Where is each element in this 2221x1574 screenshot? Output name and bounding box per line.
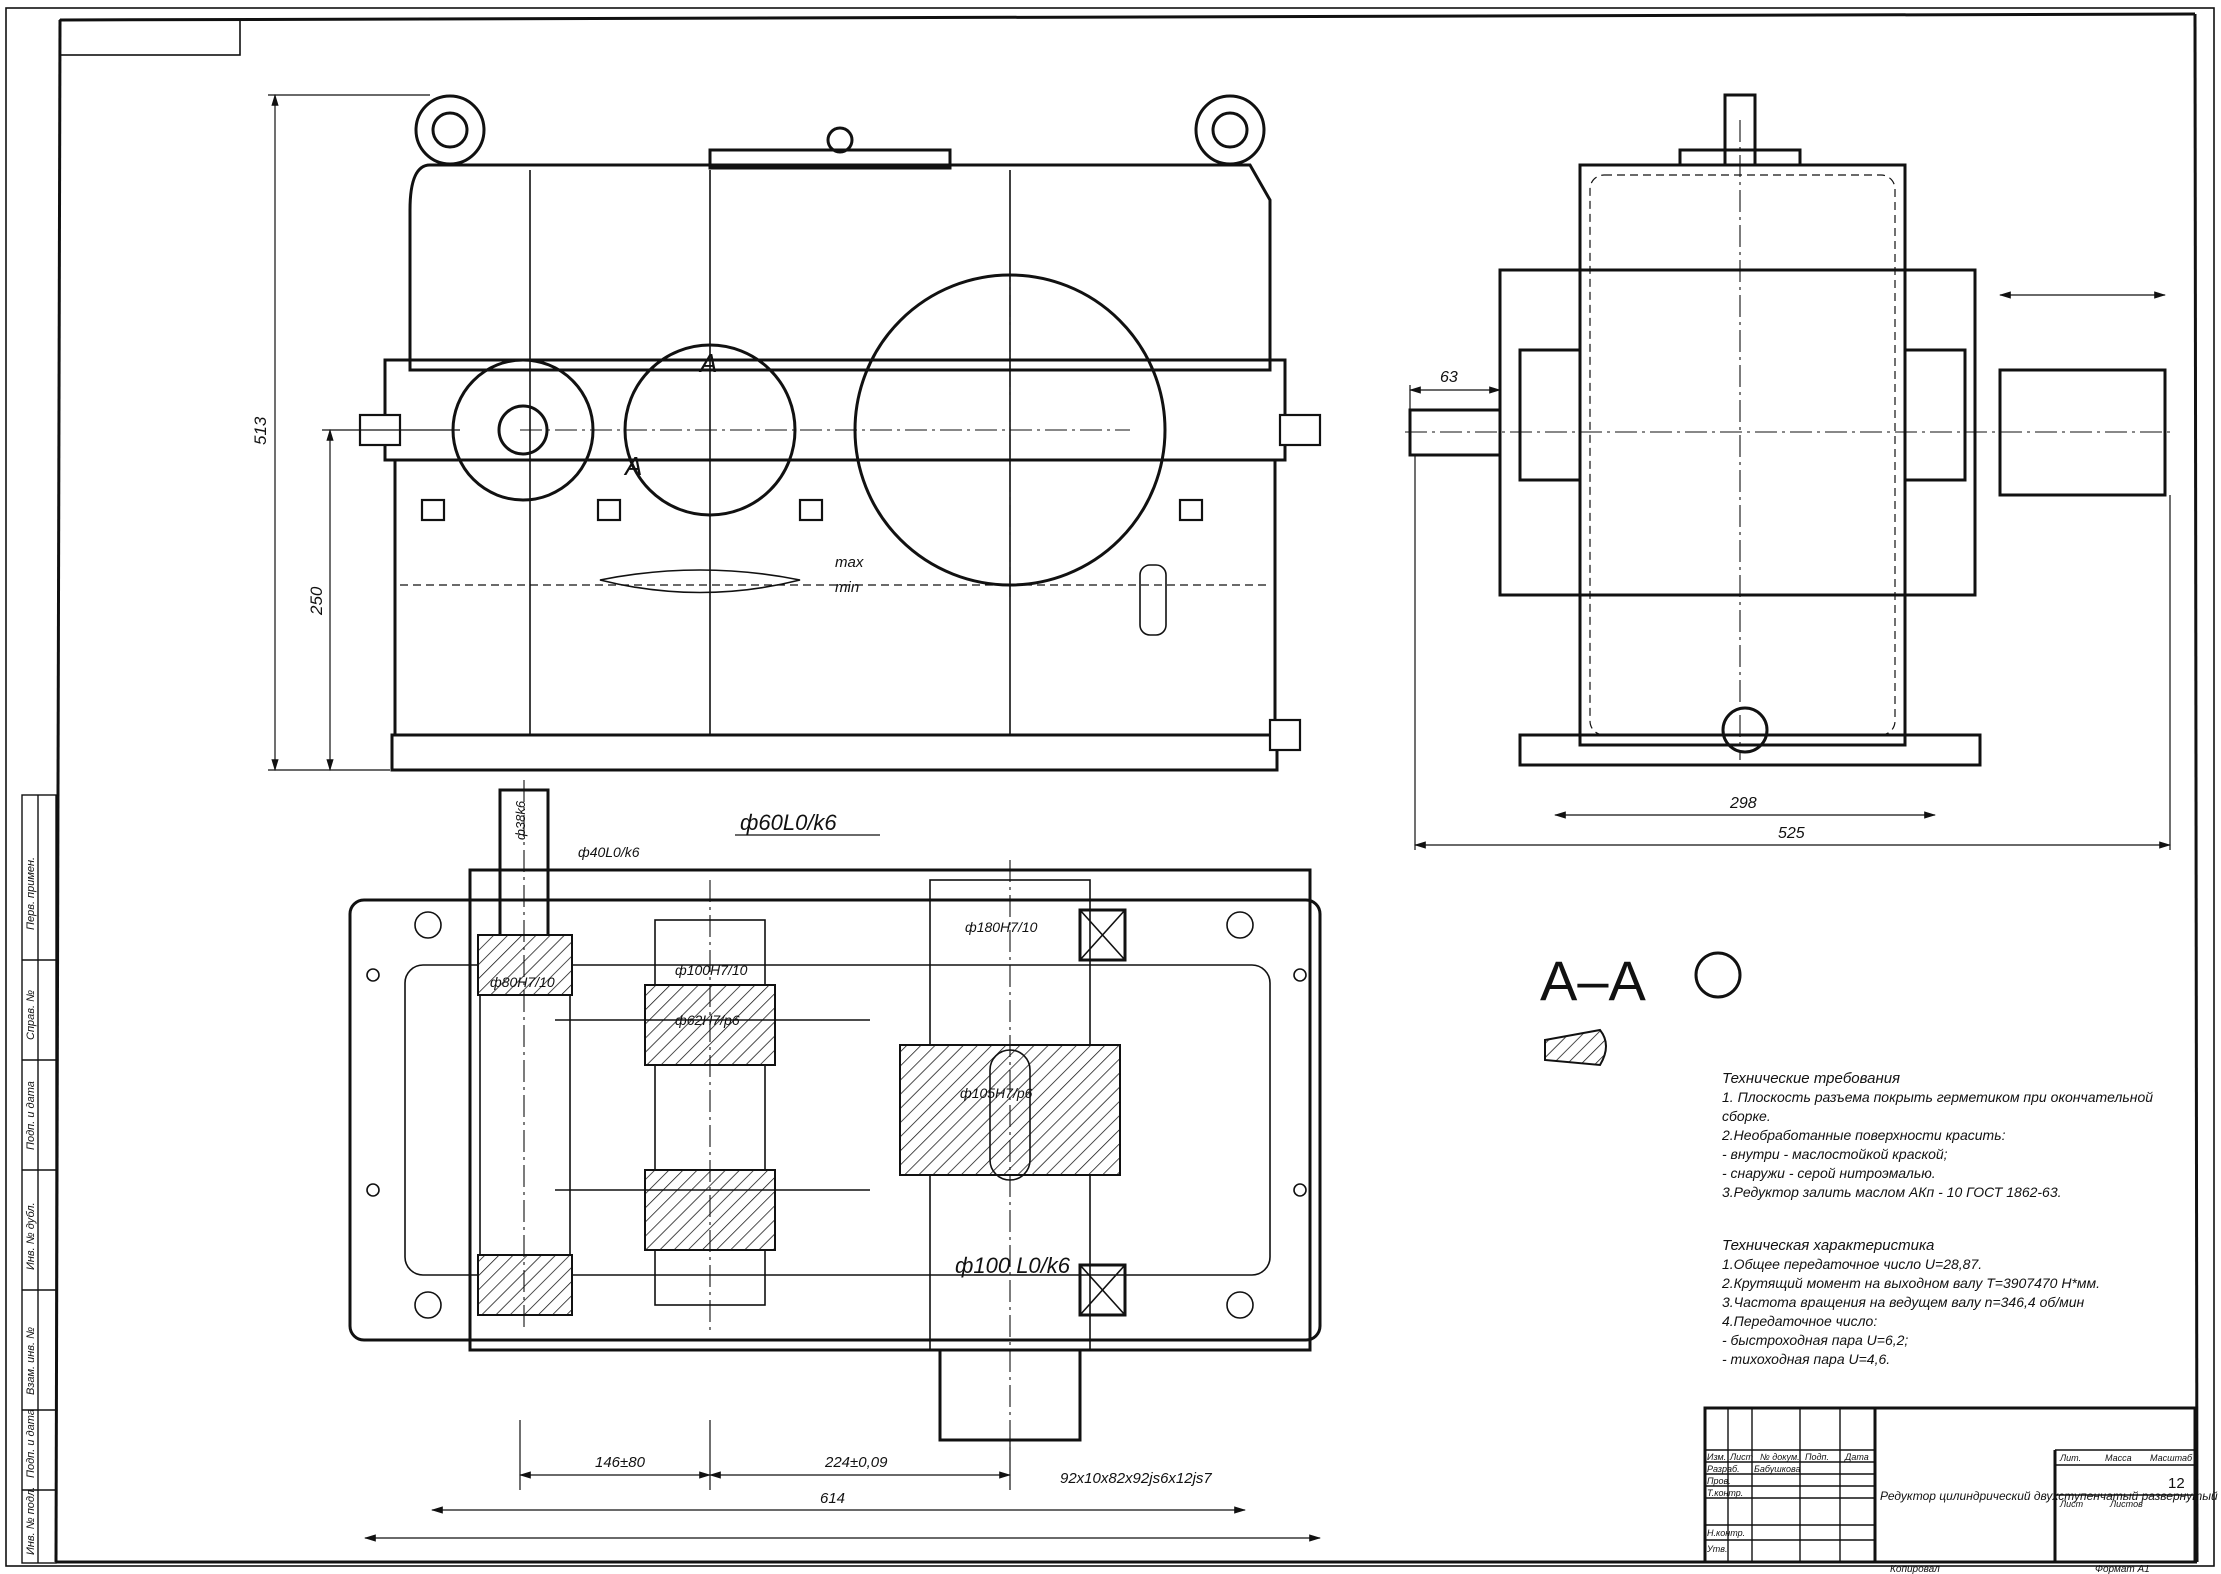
requirement-line: 2.Необработанные поверхности красить:	[1721, 1127, 2006, 1143]
fit-40L0k6: ф40L0/k6	[578, 844, 640, 860]
side-stamp-7: Инв. № подл.	[25, 1487, 37, 1555]
requirement-line: - внутри - маслостойкой краской;	[1722, 1146, 1948, 1162]
side-stamp-4: Инв. № дубл.	[25, 1202, 37, 1270]
plan-flange	[348, 898, 1322, 1342]
title-block: Изм. Разраб. Пров. Т.контр. Н.контр. Утв…	[1703, 1406, 2218, 1574]
technical-requirements: Технические требования 1. Плоскость разъ…	[1721, 1070, 2153, 1200]
top-corner-stamp	[59, 19, 241, 56]
fit-180H7: ф180H7/10	[965, 919, 1038, 935]
tb-scale: Масштаб	[2150, 1453, 2193, 1463]
lifting-eye-left	[414, 94, 486, 166]
spec-line: - быстроходная пара U=6,2;	[1722, 1332, 1908, 1348]
dim-plan-1: 146±80	[595, 1454, 646, 1471]
tb-sheet-number: 12	[2168, 1475, 2185, 1492]
tb-col-sign: Подп.	[1805, 1452, 1829, 1462]
view-rotation-symbol	[1694, 951, 1742, 999]
fit-105H7p6: ф105H7/p6	[960, 1085, 1033, 1101]
tb-mass: Масса	[2105, 1453, 2132, 1463]
side-stamp-6: Подп. и дата	[25, 1409, 37, 1478]
split-flange	[383, 358, 1287, 462]
tb-row-izm: Изм.	[1707, 1452, 1726, 1462]
tb-sheets-label: Листов	[2109, 1499, 2143, 1509]
section-title: А–А	[1540, 949, 1646, 1012]
requirement-line: сборке.	[1722, 1108, 1771, 1124]
spec-line: 2.Крутящий момент на выходном валу T=390…	[1721, 1275, 2100, 1291]
section-a-a: А–А	[1540, 949, 1742, 1067]
vent-plug	[826, 126, 854, 154]
fit-80H7: ф80H7/10	[490, 974, 555, 990]
dim-feet-width: 298	[1729, 795, 1757, 812]
tb-row-prov: Пров.	[1707, 1476, 1731, 1486]
oil-min-label: min	[835, 579, 859, 596]
spec-line: 3.Частота вращения на ведущем валу n=346…	[1722, 1294, 2084, 1310]
side-stamp-2: Справ. №	[25, 990, 37, 1040]
cover-outline	[408, 163, 1272, 372]
fit-100L0k6: ф100 L0/k6	[955, 1253, 1071, 1278]
fit-62H7p6: ф62H7/p6	[675, 1012, 740, 1028]
spec-line: 1.Общее передаточное число U=28,87.	[1722, 1256, 1982, 1272]
requirement-line: - снаружи - серой нитроэмалью.	[1722, 1165, 1936, 1181]
tb-row-nkontr: Н.контр.	[1707, 1528, 1745, 1538]
side-stamp-5: Взам. инв. №	[25, 1327, 37, 1395]
inspection-cover	[708, 148, 952, 170]
dim-plan-2: 224±0,09	[824, 1454, 888, 1471]
requirements-heading: Технические требования	[1722, 1070, 1900, 1087]
side-body	[1578, 163, 1907, 747]
specs-heading: Техническая характеристика	[1722, 1237, 1934, 1254]
tb-sheet-label: Лист	[2059, 1499, 2084, 1509]
oil-gauge	[599, 569, 801, 594]
side-stamp-1: Перв. примен.	[25, 857, 37, 930]
spec-line: - тихоходная пара U=4,6.	[1722, 1351, 1890, 1367]
dim-plan-total: 614	[820, 1490, 845, 1507]
fit-60L0k6: ф60L0/k6	[740, 810, 837, 835]
tb-lit: Лит.	[2059, 1453, 2081, 1463]
spec-line: 4.Передаточное число:	[1722, 1313, 1877, 1329]
tb-developer: Бабушкова	[1754, 1464, 1800, 1474]
dim-axis-height: 250	[307, 586, 326, 616]
tb-col-date: Дата	[1844, 1452, 1869, 1462]
dipstick	[1139, 564, 1167, 636]
plan-view: ф38k6 ф40L0/k6 ф60L0/k6 ф80H7/10 ф100H7/…	[348, 780, 1322, 1542]
side-feet	[1518, 733, 1982, 767]
front-view: A A max min 513 250	[251, 93, 1322, 772]
dim-total-width: 525	[1778, 825, 1805, 842]
base-flange	[390, 733, 1279, 772]
tb-col-list: Лист	[1729, 1452, 1754, 1462]
requirement-line: 3.Редуктор залить маслом АКп - 10 ГОСТ 1…	[1722, 1184, 2062, 1200]
side-view: 63 298 525	[1405, 93, 2172, 850]
spline-designation: 92x10x82x92js6x12js7	[1060, 1470, 1212, 1487]
dim-shaft-ext: 63	[1440, 369, 1458, 386]
fit-38k6: ф38k6	[513, 800, 528, 840]
fit-100H7: ф100H7/10	[675, 962, 748, 978]
section-mark-bottom: A	[623, 451, 642, 481]
tb-row-tkontr: Т.контр.	[1707, 1488, 1743, 1498]
section-mark-top: A	[698, 348, 717, 378]
tb-row-utv: Утв.	[1706, 1544, 1727, 1554]
drain-plug	[1721, 706, 1769, 754]
section-detail	[1544, 1028, 1607, 1067]
tb-col-doc: № докум.	[1760, 1452, 1800, 1462]
oil-max-label: max	[835, 554, 864, 571]
dim-height-total: 513	[251, 416, 270, 445]
tb-name: Редуктор цилиндрический двухступенчатый …	[1880, 1489, 2218, 1503]
lifting-eye-right	[1194, 94, 1266, 166]
tb-row-razrab: Разраб.	[1707, 1464, 1740, 1474]
tb-copied: Копировал	[1890, 1564, 1940, 1574]
tb-format: Формат А1	[2095, 1564, 2150, 1574]
plan-bolts	[366, 911, 1307, 1319]
side-stamp-column: Перв. примен. Справ. № Подп. и дата Инв.…	[21, 794, 57, 1564]
side-stamp-3: Подп. и дата	[25, 1081, 37, 1150]
technical-specs: Техническая характеристика 1.Общее перед…	[1721, 1237, 2100, 1367]
requirement-line: 1. Плоскость разъема покрыть герметиком …	[1722, 1089, 2153, 1105]
